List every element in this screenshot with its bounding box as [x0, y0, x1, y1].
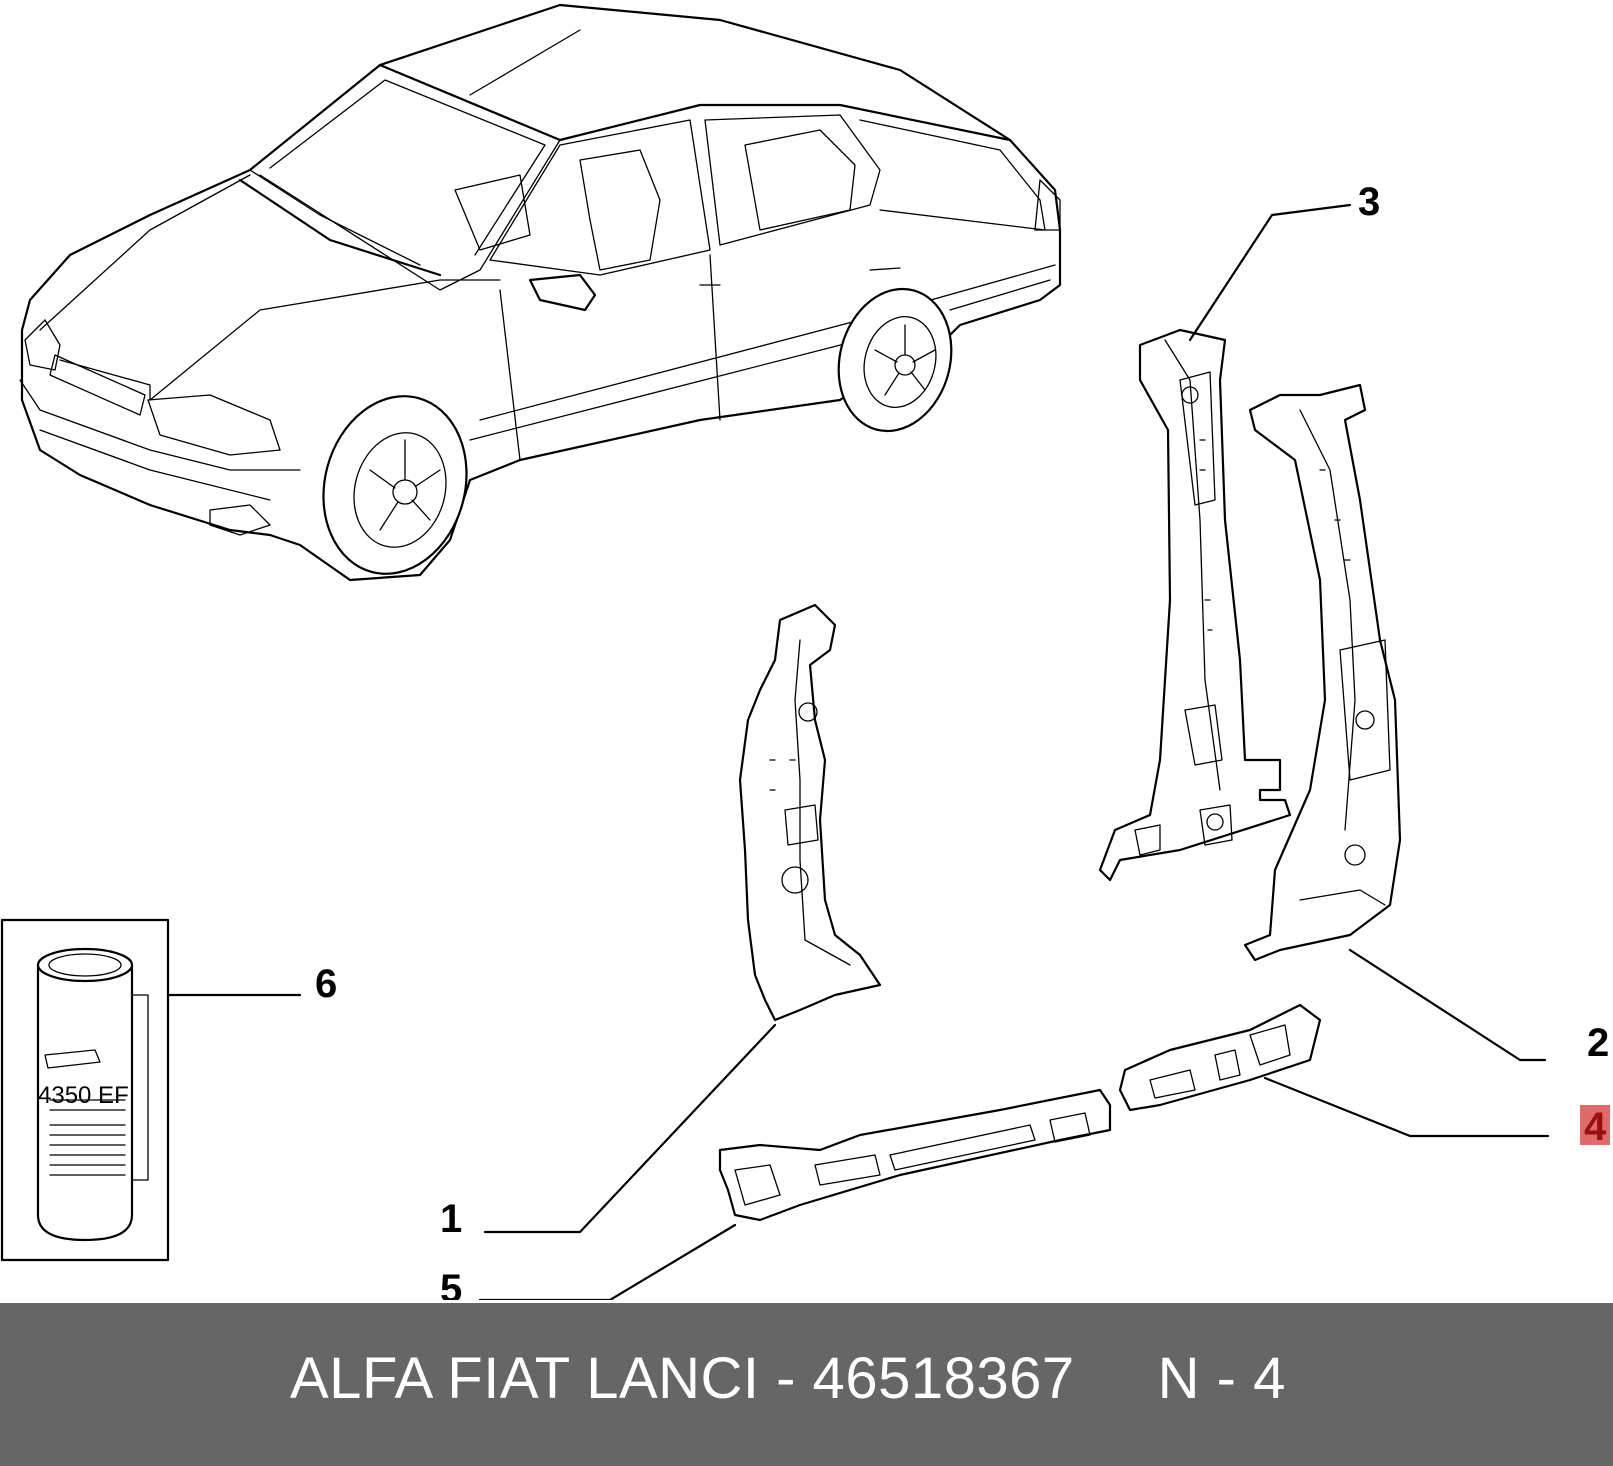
callout-4: 4	[1584, 1105, 1607, 1149]
car-illustration-icon	[19, 3, 1062, 582]
pillar-panel-icon	[1243, 383, 1402, 962]
callout-5: 5	[440, 1267, 462, 1300]
footer-bar: ALFA FIAT LANCI - 46518367 N - 4	[0, 1303, 1613, 1466]
pillar-panel-icon	[738, 603, 882, 1022]
callout-2: 2	[1587, 1021, 1609, 1065]
pillar-panel-icon	[1098, 328, 1292, 882]
callout-3: 3	[1358, 180, 1380, 224]
sill-panel-icon	[718, 1003, 1322, 1222]
callout-1: 1	[440, 1197, 462, 1241]
part-6-frame	[0, 918, 170, 1262]
spray-can-icon: 4350 EF	[36, 947, 149, 1242]
can-label: 4350 EF	[38, 1082, 129, 1109]
footer-caption: ALFA FIAT LANCI - 46518367 N - 4	[290, 1346, 1286, 1411]
callout-4-highlight	[1580, 1105, 1610, 1145]
callout-6: 6	[315, 962, 337, 1006]
leader-lines	[166, 203, 1550, 1300]
parts-diagram: 4350 EF 1 5 3 2 6 4	[0, 3, 1610, 1300]
